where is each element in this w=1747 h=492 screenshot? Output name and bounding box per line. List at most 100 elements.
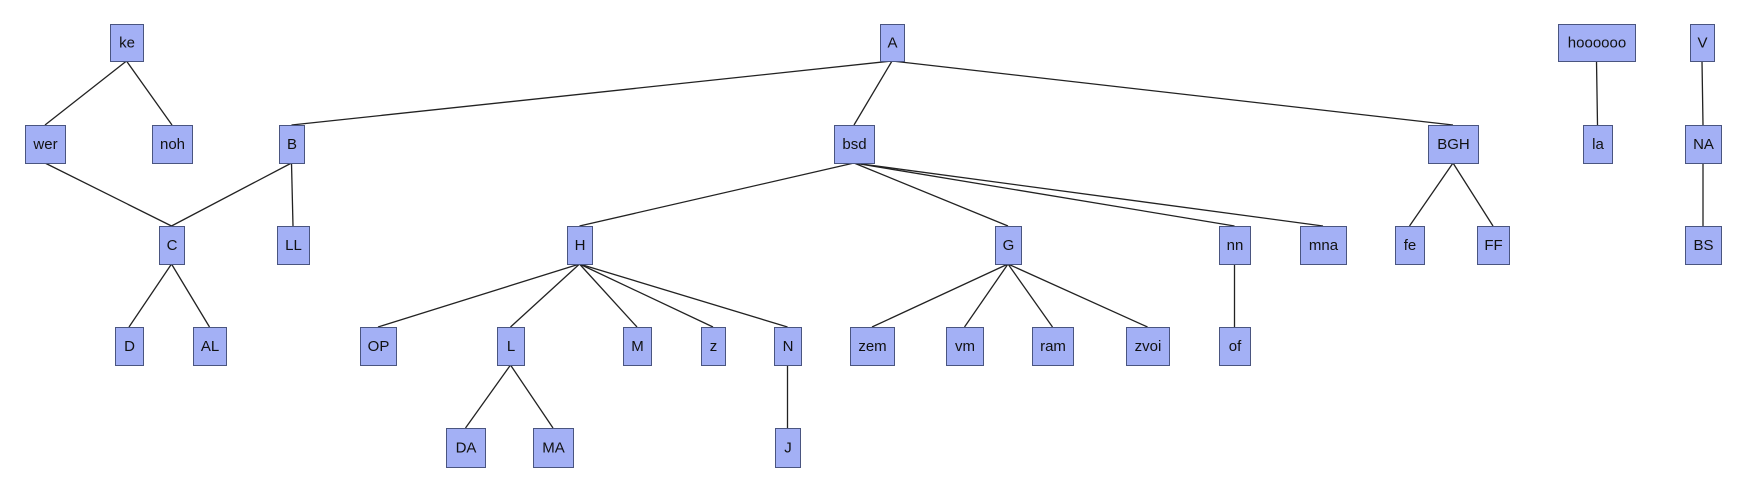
node-N: N	[774, 327, 802, 366]
node-label-of: of	[1229, 338, 1242, 355]
node-box-fe	[1395, 226, 1425, 265]
node-box-bsd	[834, 125, 875, 164]
node-B: B	[279, 125, 305, 164]
edge-bsd-G	[853, 162, 1009, 227]
node-label-vm: vm	[955, 338, 975, 355]
edge-B-LL	[290, 162, 294, 227]
node-nn: nn	[1219, 226, 1251, 265]
edge-A-BGH	[891, 60, 1454, 126]
node-of: of	[1219, 327, 1251, 366]
edge-L-MA	[509, 364, 554, 429]
node-box-z	[701, 327, 726, 366]
node-label-D: D	[124, 338, 135, 355]
node-mna: mna	[1300, 226, 1347, 265]
node-box-NA	[1685, 125, 1722, 164]
node-box-D	[115, 327, 144, 366]
edge-H-M	[579, 263, 638, 328]
node-box-AL	[193, 327, 227, 366]
node-zem: zem	[850, 327, 895, 366]
edge-B-C	[171, 162, 292, 227]
node-label-AL: AL	[201, 338, 219, 355]
node-ram: ram	[1032, 327, 1074, 366]
node-label-M: M	[631, 338, 644, 355]
node-label-L: L	[507, 338, 515, 355]
node-box-la	[1583, 125, 1613, 164]
node-box-G	[995, 226, 1022, 265]
edge-V-NA	[1701, 60, 1704, 126]
node-V: V	[1690, 24, 1715, 62]
node-hoooooo: hoooooo	[1558, 24, 1636, 62]
node-label-zem: zem	[858, 338, 886, 355]
node-J: J	[775, 428, 801, 468]
node-label-zvoi: zvoi	[1135, 338, 1162, 355]
node-AL: AL	[193, 327, 227, 366]
edge-ke-noh	[125, 60, 173, 126]
node-box-of	[1219, 327, 1251, 366]
node-box-DA	[446, 428, 486, 468]
node-label-LL: LL	[285, 237, 302, 254]
node-label-BGH: BGH	[1437, 136, 1470, 153]
node-C: C	[159, 226, 185, 265]
node-box-mna	[1300, 226, 1347, 265]
node-box-ke	[110, 24, 144, 62]
node-box-zvoi	[1126, 327, 1170, 366]
edge-bsd-nn	[853, 162, 1235, 227]
node-label-la: la	[1592, 136, 1604, 153]
node-box-OP	[360, 327, 397, 366]
node-BGH: BGH	[1428, 125, 1479, 164]
node-box-V	[1690, 24, 1715, 62]
node-LL: LL	[277, 226, 310, 265]
node-label-OP: OP	[368, 338, 390, 355]
edge-H-N	[579, 263, 788, 328]
edge-layer	[44, 60, 1704, 429]
edge-H-OP	[377, 263, 580, 328]
node-box-zem	[850, 327, 895, 366]
node-label-MA: MA	[542, 439, 565, 456]
node-label-A: A	[887, 34, 897, 51]
node-M: M	[623, 327, 652, 366]
node-box-H	[567, 226, 593, 265]
edge-BGH-fe	[1408, 162, 1454, 227]
node-box-ram	[1032, 327, 1074, 366]
node-DA: DA	[446, 428, 486, 468]
node-label-ram: ram	[1040, 338, 1066, 355]
node-label-FF: FF	[1484, 237, 1502, 254]
node-zvoi: zvoi	[1126, 327, 1170, 366]
edge-A-B	[291, 60, 893, 126]
node-label-nn: nn	[1227, 237, 1244, 254]
node-label-wer: wer	[32, 136, 57, 153]
node-box-noh	[152, 125, 193, 164]
node-FF: FF	[1477, 226, 1510, 265]
node-label-BS: BS	[1693, 237, 1713, 254]
edge-G-zvoi	[1007, 263, 1148, 328]
node-box-L	[497, 327, 525, 366]
edge-hoooooo-la	[1595, 60, 1599, 126]
node-box-MA	[533, 428, 574, 468]
node-L: L	[497, 327, 525, 366]
node-box-A	[880, 24, 905, 62]
node-box-vm	[946, 327, 984, 366]
node-bsd: bsd	[834, 125, 875, 164]
node-label-C: C	[167, 237, 178, 254]
node-label-N: N	[783, 338, 794, 355]
node-label-NA: NA	[1693, 136, 1714, 153]
edge-G-ram	[1007, 263, 1054, 328]
edge-H-z	[579, 263, 714, 328]
node-box-BS	[1685, 226, 1722, 265]
node-box-LL	[277, 226, 310, 265]
node-label-J: J	[784, 439, 792, 456]
node-H: H	[567, 226, 593, 265]
node-box-M	[623, 327, 652, 366]
node-NA: NA	[1685, 125, 1722, 164]
node-label-DA: DA	[456, 439, 477, 456]
edge-G-zem	[871, 263, 1009, 328]
node-D: D	[115, 327, 144, 366]
node-vm: vm	[946, 327, 984, 366]
node-box-J	[775, 428, 801, 468]
node-box-B	[279, 125, 305, 164]
edge-bsd-H	[579, 162, 855, 227]
node-MA: MA	[533, 428, 574, 468]
node-la: la	[1583, 125, 1613, 164]
edge-A-bsd	[853, 60, 893, 126]
node-box-hoooooo	[1558, 24, 1636, 62]
